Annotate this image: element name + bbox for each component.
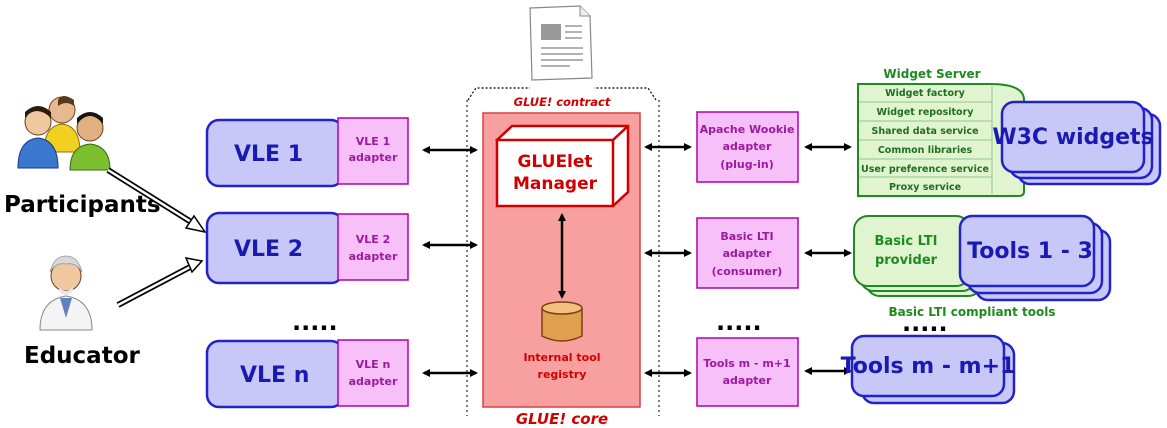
widget-server-item-4: Common libraries (878, 145, 973, 156)
educator-icon (39, 255, 93, 331)
participants-arrow (106, 167, 207, 234)
toolsm-ellipsis: ..... (716, 308, 762, 336)
wookie-adapter-line1: Apache Wookie (700, 123, 795, 136)
vle-1-adapter (337, 117, 409, 185)
toolsm-adapter-line1: Tools m - m+1 (703, 357, 790, 370)
widget-server-item-6: Proxy service (889, 182, 961, 193)
participants-icon (17, 96, 111, 171)
vle-n-adapter-line1: VLE n (356, 358, 391, 371)
tools-1-3-stack (958, 214, 1112, 302)
w3c-widgets-label: W3C widgets (992, 125, 1153, 150)
registry-line1: Internal tool (523, 351, 600, 364)
contract-bracket (466, 87, 660, 416)
lti-provider-line1: Basic LTI (875, 234, 938, 249)
w3c-widgets-stack (1000, 100, 1162, 186)
widget-server-item-1: Widget factory (885, 88, 966, 99)
widget-server-item-5: User preference service (861, 164, 989, 175)
participants-label: Participants (4, 192, 161, 218)
lti-caption: Basic LTI compliant tools (889, 305, 1056, 319)
wookie-adapter-line2: adapter (723, 140, 772, 153)
vle-1-label: VLE 1 (234, 142, 303, 167)
toolsm-adapter-line2: adapter (723, 374, 772, 387)
registry-database-icon (541, 301, 583, 342)
widget-server-item-2: Widget repository (877, 107, 975, 118)
lti-adapter-line3: (consumer) (712, 265, 783, 278)
lti-adapter-line2: adapter (723, 247, 772, 260)
lti-adapter (696, 217, 799, 289)
vle-2-adapter-line1: VLE 2 (356, 233, 391, 246)
tools-m-label: Tools m - m+1 (841, 354, 1016, 379)
lti-provider-stack (853, 215, 983, 297)
widget-server-title: Widget Server (883, 67, 980, 81)
lti-provider-line2: provider (875, 253, 938, 268)
vle-2-label: VLE 2 (234, 237, 303, 262)
contract-label: GLUE! contract (514, 95, 611, 109)
gluelet-manager-box (494, 124, 630, 208)
vle-2-adapter-line2: adapter (349, 250, 398, 263)
wookie-adapter (696, 111, 799, 183)
vle-n-adapter-line2: adapter (349, 375, 398, 388)
widget-server-items (859, 86, 993, 194)
vle-1-adapter-line1: VLE 1 (356, 135, 391, 148)
tools-1-3-label: Tools 1 - 3 (967, 239, 1093, 264)
educator-arrow (116, 257, 204, 308)
vle-n-adapter (337, 339, 409, 407)
tools-m-stack (850, 334, 1016, 405)
widget-server-item-3: Shared data service (871, 126, 978, 137)
vle-1-adapter-line2: adapter (349, 151, 398, 164)
vle-2-adapter (337, 213, 409, 281)
tools-ellipsis: ..... (902, 309, 948, 337)
gluelet-manager-line2: Manager (513, 174, 598, 194)
gluelet-manager-line1: GLUElet (517, 152, 592, 172)
registry-line2: registry (538, 368, 587, 381)
vle-n-label: VLE n (240, 363, 309, 388)
contract-document-icon (529, 5, 593, 81)
vle-ellipsis: ..... (292, 308, 338, 336)
toolsm-adapter (696, 337, 799, 407)
wookie-adapter-line3: (plug-in) (720, 158, 774, 171)
glue-core-label: GLUE! core (516, 410, 608, 428)
lti-adapter-line1: Basic LTI (720, 230, 773, 243)
educator-label: Educator (24, 343, 140, 369)
